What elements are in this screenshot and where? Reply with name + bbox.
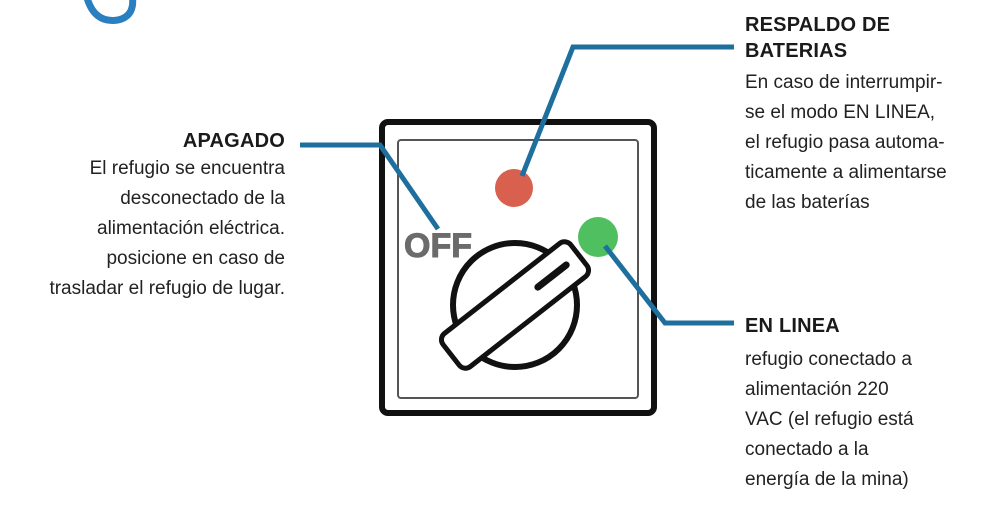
- apagado-line: El refugio se encuentra: [89, 158, 285, 179]
- en-linea-description: refugio conectado a alimentación 220 VAC…: [745, 345, 914, 495]
- apagado-description: El refugio se encuentra desconectado de …: [49, 154, 285, 304]
- red-indicator: [495, 169, 533, 207]
- apagado-callout: APAGADO El refugio se encuentra desconec…: [49, 128, 285, 304]
- en-linea-line: VAC (el refugio está: [745, 409, 914, 430]
- respaldo-line: En caso de interrumpir-: [745, 72, 943, 93]
- respaldo-line: se el modo EN LINEA,: [745, 102, 936, 123]
- respaldo-leader-line: [519, 44, 734, 177]
- respaldo-line: el refugio pasa automa-: [745, 132, 945, 153]
- respaldo-line: de las baterías: [745, 192, 870, 213]
- respaldo-callout: RESPALDO DE BATERIAS En caso de interrum…: [745, 12, 947, 218]
- en-linea-line: conectado a la: [745, 439, 869, 460]
- en-linea-line: alimentación 220: [745, 379, 889, 400]
- en-linea-title: EN LINEA: [745, 315, 840, 337]
- apagado-line: posicione en caso de: [106, 248, 285, 269]
- respaldo-title-line: BATERIAS: [745, 40, 848, 62]
- top-decor-circle-icon: [84, 0, 137, 24]
- en-linea-line: energía de la mina): [745, 469, 909, 490]
- apagado-leader-line: [300, 142, 441, 231]
- respaldo-title-line: RESPALDO DE: [745, 14, 891, 36]
- en-linea-leader-line: [603, 244, 734, 326]
- apagado-title: APAGADO: [182, 130, 285, 152]
- respaldo-description: En caso de interrumpir- se el modo EN LI…: [745, 68, 947, 218]
- knob-pointer: [534, 261, 570, 291]
- rotary-knob: [438, 239, 592, 371]
- en-linea-callout: EN LINEA refugio conectado a alimentació…: [745, 313, 914, 495]
- apagado-line: trasladar el refugio de lugar.: [49, 278, 285, 299]
- respaldo-line: ticamente a alimentarse: [745, 162, 947, 183]
- apagado-line: desconectado de la: [120, 188, 285, 209]
- en-linea-line: refugio conectado a: [745, 349, 912, 370]
- apagado-line: alimentación eléctrica.: [97, 218, 285, 239]
- off-label: OFF: [404, 227, 472, 265]
